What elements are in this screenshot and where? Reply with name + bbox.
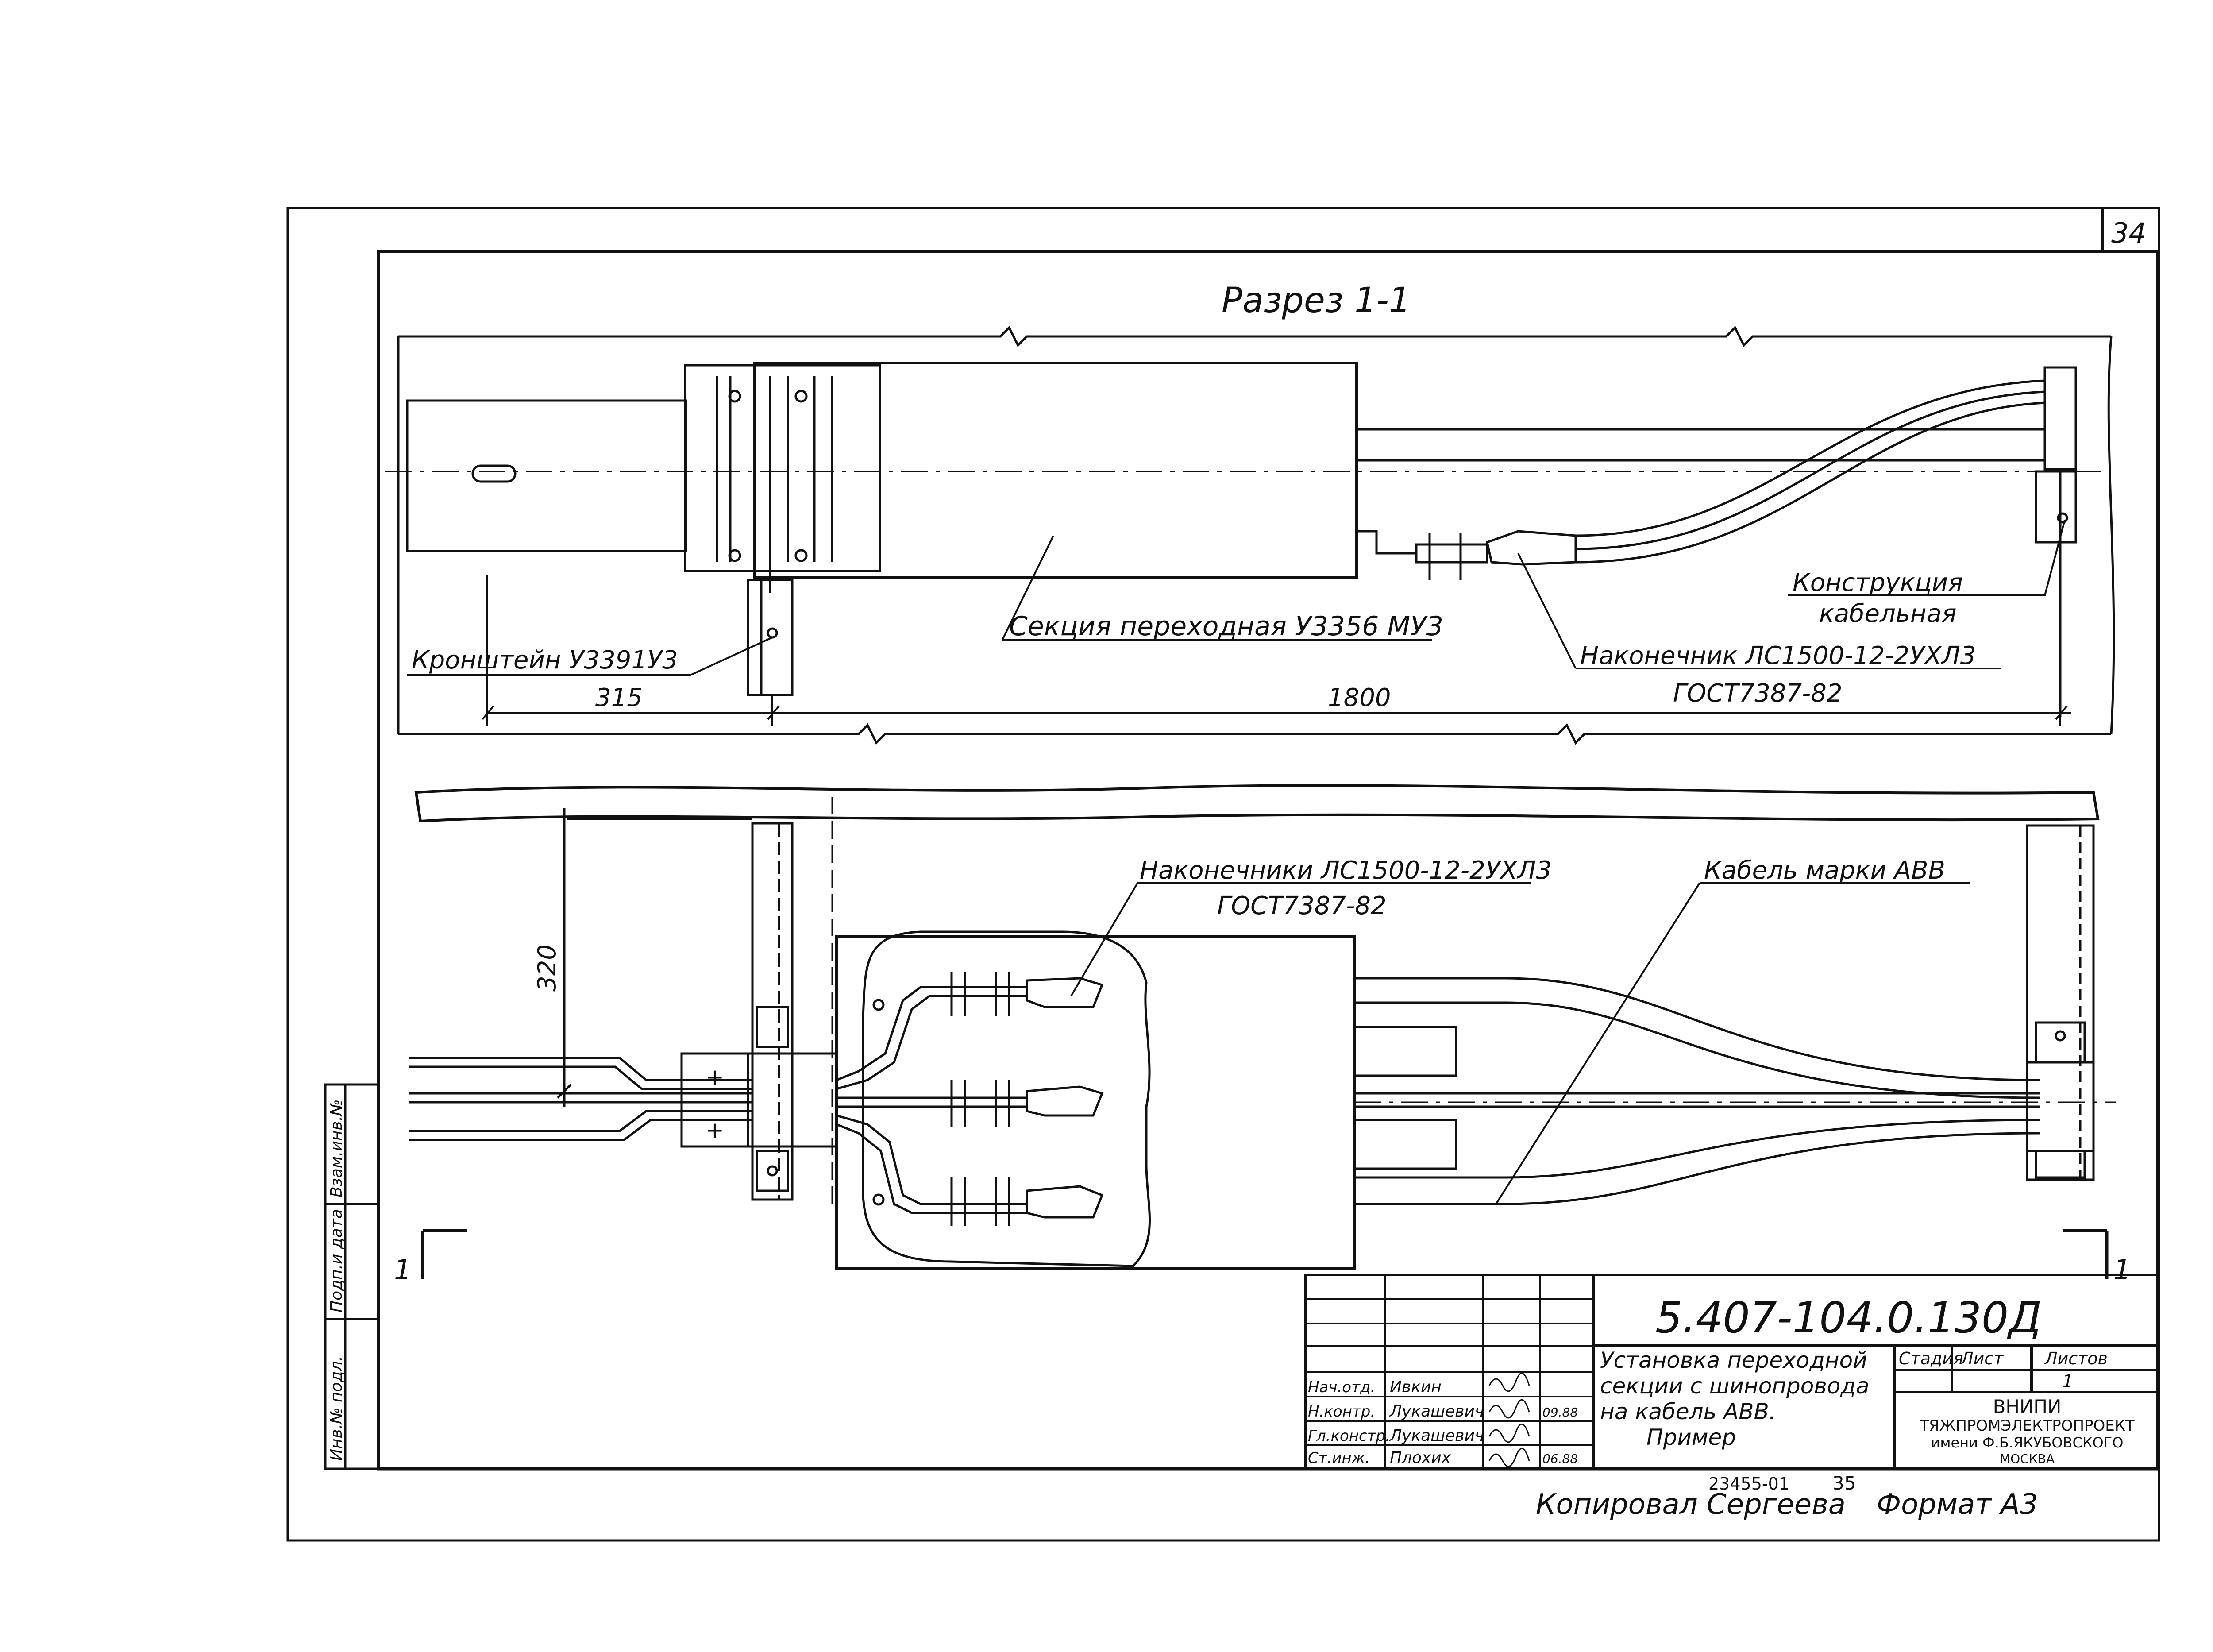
- cable-construction: [2035, 366, 2077, 717]
- side-stamp: [324, 1083, 380, 1470]
- signatures: [1488, 1372, 1530, 1467]
- label-construction-2: кабельная: [1819, 599, 1957, 628]
- sheets-header: Листов: [2044, 1349, 2108, 1368]
- staff-name: Плохих: [1390, 1449, 1451, 1467]
- flange-block: [684, 364, 881, 572]
- plan-contour: [862, 930, 1151, 1267]
- plan-frame: [557, 808, 752, 1107]
- label-lug: Наконечник ЛС1500-12-2УХЛ3: [1580, 641, 1976, 670]
- plan-phase-conductors: [836, 972, 1104, 1226]
- plan-leaders: [1070, 882, 1970, 1205]
- staff-date: 09.88: [1542, 1405, 1578, 1420]
- label-construction-1: Конструкция: [1793, 568, 1963, 597]
- title-line-1: Установка переходной: [1600, 1347, 1867, 1373]
- section-mark-left: [421, 1229, 467, 1279]
- sheet-number: 34: [2111, 217, 2146, 249]
- side-stamp-text-2: Подп.и дата: [328, 1209, 346, 1312]
- staff-role: Гл.констр.: [1308, 1427, 1390, 1445]
- section-mark-right-label: 1: [2113, 1254, 2131, 1286]
- section-mark-right: [2063, 1229, 2109, 1279]
- page-number: 35: [1832, 1472, 1856, 1494]
- copy-number: 23455-01: [1708, 1474, 1789, 1494]
- section-mark-left-label: 1: [394, 1254, 411, 1286]
- busbar-end: [406, 399, 687, 552]
- label-cable: Кабель марки АВВ: [1704, 856, 1945, 885]
- staff-date: 06.88: [1542, 1451, 1578, 1466]
- section-cable: [1357, 379, 2045, 564]
- org-line-3: имени Ф.Б.ЯКУБОВСКОГО: [1931, 1434, 2124, 1451]
- staff-name: Ивкин: [1390, 1378, 1442, 1396]
- plan-section-body: [835, 935, 1356, 1270]
- plan-support-right: [2026, 824, 2095, 1181]
- cable-lug: [1357, 530, 1577, 580]
- dim-320: 320: [533, 944, 562, 992]
- plan-cables: [1354, 977, 2116, 1205]
- copied-by: Копировал Сергеева: [1536, 1488, 1846, 1521]
- label-lug-standard: ГОСТ7387-82: [1673, 679, 1843, 708]
- inner-frame: [377, 250, 2159, 1471]
- section-view-boundary: [397, 325, 2115, 745]
- drawing-code: 5.407-104.0.130Д: [1655, 1293, 2042, 1343]
- org-line-1: ВНИПИ: [1993, 1396, 2062, 1417]
- title-line-4: Пример: [1646, 1424, 1736, 1450]
- dimension-line-section: [482, 575, 2071, 726]
- plus-mark-2: +: [706, 1117, 724, 1143]
- dim-1800: 1800: [1328, 683, 1391, 712]
- section-leaders: [407, 520, 2066, 676]
- staff-role: Ст.инж.: [1308, 1449, 1370, 1467]
- dim-315: 315: [595, 683, 643, 712]
- section-title: Разрез 1-1: [1222, 281, 1411, 320]
- side-stamp-text-3: Инв.№ подл.: [328, 1356, 346, 1461]
- plan-busbars: [409, 1057, 752, 1141]
- plan-support-left: [747, 822, 838, 1201]
- sheets-value: 1: [2063, 1371, 2073, 1391]
- stage-header: Стадия: [1899, 1349, 1963, 1368]
- title-line-2: секции с шинопровода: [1600, 1373, 1870, 1399]
- label-lugs: Наконечники ЛС1500-12-2УХЛ3: [1140, 856, 1552, 885]
- format: Формат А3: [1877, 1488, 2038, 1521]
- staff-role: Нач.отд.: [1308, 1378, 1375, 1396]
- staff-name: Лукашевич: [1389, 1402, 1484, 1420]
- title-line-3: на кабель АВВ.: [1600, 1399, 1776, 1424]
- label-transition-section: Секция переходная У3356 МУ3: [1009, 611, 1443, 642]
- sheet-number-box: [2101, 207, 2160, 253]
- staff-name: Лукашевич: [1389, 1427, 1484, 1445]
- plus-mark-1: +: [706, 1064, 724, 1090]
- plan-slab: [414, 784, 2100, 823]
- label-lugs-standard: ГОСТ7387-82: [1217, 892, 1387, 920]
- plan-window: [1353, 1026, 1457, 1170]
- side-stamp-text-1: Взам.инв.№: [328, 1099, 346, 1197]
- transition-section-body: [753, 362, 1358, 579]
- bracket: [747, 558, 794, 696]
- sheet-header: Лист: [1960, 1349, 2004, 1368]
- org-line-4: МОСКВА: [2000, 1451, 2055, 1466]
- staff-grid: [1306, 1275, 1593, 1469]
- org-line-2: ТЯЖПРОМЭЛЕКТРОПРОЕКТ: [1919, 1417, 2135, 1435]
- label-bracket: Кронштейн У3391У3: [412, 646, 678, 675]
- staff-role: Н.контр.: [1308, 1403, 1375, 1420]
